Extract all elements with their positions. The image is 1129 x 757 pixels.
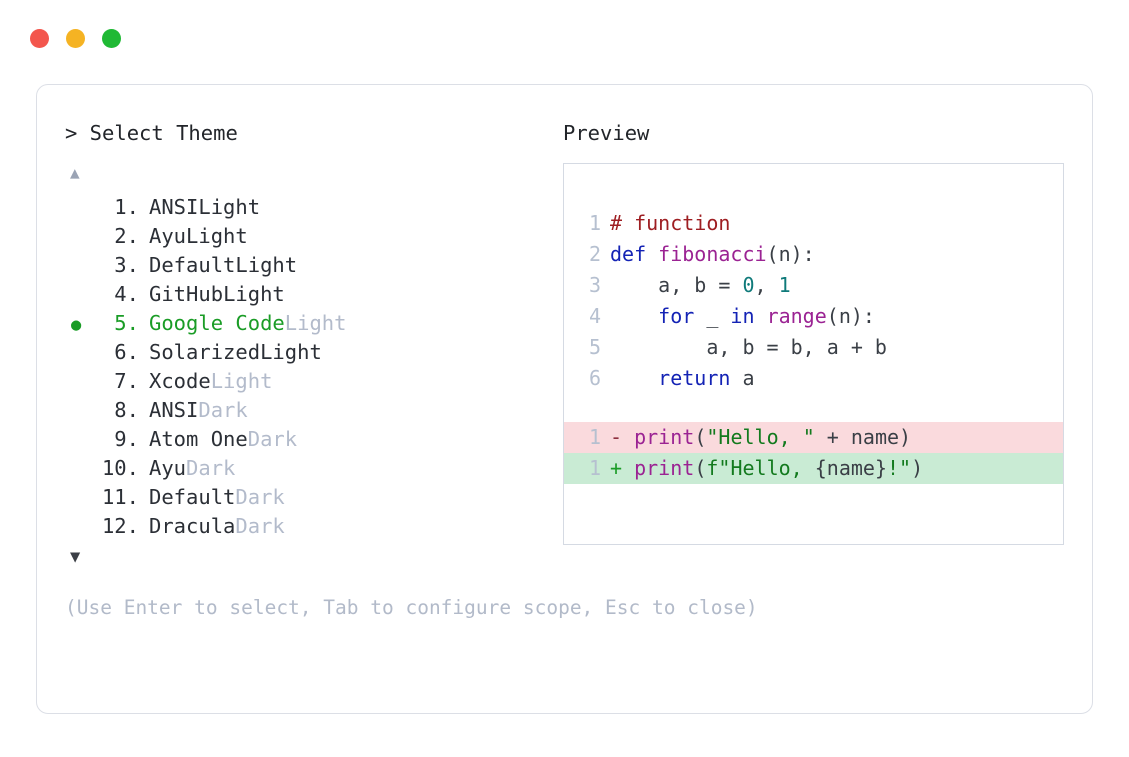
code-line-content: def fibonacci(n):	[610, 242, 815, 266]
theme-name: Atom One	[149, 427, 248, 451]
diff-sign: +	[610, 456, 623, 480]
theme-list-item[interactable]: 11. Default Dark	[65, 483, 535, 512]
maximize-window-button[interactable]	[102, 28, 121, 48]
theme-index: 4.	[101, 282, 139, 306]
theme-name: Default	[149, 253, 236, 277]
diff-removed-line: 1 - print("Hello, " + name)	[564, 422, 1063, 453]
line-number: 1	[588, 425, 601, 449]
theme-list-item[interactable]: 6. Solarized Light	[65, 338, 535, 367]
preview-code-box: 1 # function 2 def fibonacci(n): 3 a, b …	[563, 163, 1064, 545]
preview-panel: Preview 1 # function 2 def fibonacci(n):	[535, 119, 1064, 545]
theme-index: 10.	[101, 456, 139, 480]
theme-name: Default	[149, 485, 236, 509]
theme-index: 9.	[101, 427, 139, 451]
theme-list-item[interactable]: 7. Xcode Light	[65, 367, 535, 396]
selection-bullet-icon: ●	[71, 315, 82, 335]
code-line: 6 return a	[564, 363, 1063, 394]
theme-picker-card: > Select Theme ▲ 1. ANSI Light 2.	[36, 84, 1093, 714]
theme-variant: Light	[198, 195, 261, 219]
code-line: 4 for _ in range(n):	[564, 301, 1063, 332]
code-line-content: # function	[610, 211, 731, 235]
theme-name: ANSI	[149, 195, 199, 219]
theme-list-item[interactable]: 8. ANSI Dark	[65, 396, 535, 425]
window-titlebar	[0, 0, 1129, 76]
theme-variant: Light	[260, 340, 322, 364]
theme-index: 2.	[101, 224, 139, 248]
theme-list[interactable]: 1. ANSI Light 2. Ayu Light 3.	[65, 193, 535, 541]
code-sample: 1 # function 2 def fibonacci(n): 3 a, b …	[564, 208, 1063, 484]
theme-name: Ayu	[149, 456, 187, 480]
theme-index: 12.	[101, 514, 139, 538]
theme-list-item[interactable]: 4. GitHub Light	[65, 280, 535, 309]
theme-name: Dracula	[149, 514, 236, 538]
theme-variant: Dark	[235, 485, 285, 509]
prompt-label: > Select Theme	[65, 121, 238, 145]
theme-selector-panel: > Select Theme ▲ 1. ANSI Light 2.	[65, 119, 758, 621]
theme-variant: Light	[223, 282, 285, 306]
theme-name: Xcode	[149, 369, 211, 393]
theme-list-item[interactable]: 3. Default Light	[65, 251, 535, 280]
theme-variant: Light	[235, 253, 298, 277]
code-blank-line	[564, 394, 1063, 422]
line-number: 1	[588, 211, 601, 235]
code-line: 3 a, b = 0, 1	[564, 270, 1063, 301]
theme-index: 3.	[101, 253, 139, 277]
code-line-content: a, b = 0, 1	[610, 273, 791, 297]
code-line-content: for _ in range(n):	[658, 304, 875, 328]
theme-index: 1.	[101, 195, 139, 219]
line-number: 4	[588, 304, 601, 328]
line-number: 6	[588, 366, 601, 390]
scroll-down-icon[interactable]: ▼	[70, 547, 81, 567]
theme-variant: Light	[284, 311, 347, 335]
keyboard-hint-text: (Use Enter to select, Tab to configure s…	[65, 596, 758, 619]
theme-index: 11.	[101, 485, 139, 509]
theme-index: 7.	[101, 369, 139, 393]
theme-list-item-selected[interactable]: ● 5. Google Code Light	[65, 309, 535, 338]
theme-name: Ayu	[149, 224, 187, 248]
theme-variant: Dark	[186, 456, 236, 480]
code-line: 1 # function	[564, 208, 1063, 239]
theme-name: ANSI	[149, 398, 199, 422]
theme-list-item[interactable]: 9. Atom One Dark	[65, 425, 535, 454]
theme-index: 5.	[101, 311, 139, 335]
theme-name: Google Code	[149, 311, 285, 335]
line-number: 3	[588, 273, 601, 297]
close-window-button[interactable]	[30, 28, 49, 48]
theme-variant: Dark	[247, 427, 298, 451]
code-line-content: a, b = b, a + b	[610, 335, 887, 359]
theme-list-item[interactable]: 2. Ayu Light	[65, 222, 535, 251]
theme-list-item[interactable]: 12. Dracula Dark	[65, 512, 535, 541]
theme-variant: Light	[186, 224, 248, 248]
theme-name: Solarized	[149, 340, 261, 364]
line-number: 2	[588, 242, 601, 266]
code-line-content: print(f"Hello, {name}!")	[634, 456, 924, 480]
theme-variant: Light	[210, 369, 273, 393]
theme-index: 6.	[101, 340, 139, 364]
line-number: 1	[588, 456, 601, 480]
code-line-content: print("Hello, " + name)	[634, 425, 912, 449]
scroll-up-icon[interactable]: ▲	[70, 163, 80, 182]
theme-list-item[interactable]: 10. Ayu Dark	[65, 454, 535, 483]
theme-index: 8.	[101, 398, 139, 422]
minimize-window-button[interactable]	[66, 28, 85, 48]
code-line: 2 def fibonacci(n):	[564, 239, 1063, 270]
theme-name: GitHub	[149, 282, 224, 306]
diff-added-line: 1 + print(f"Hello, {name}!")	[564, 453, 1063, 484]
line-number: 5	[588, 335, 601, 359]
code-line: 5 a, b = b, a + b	[564, 332, 1063, 363]
theme-variant: Dark	[198, 398, 248, 422]
theme-list-item[interactable]: 1. ANSI Light	[65, 193, 535, 222]
code-line-content: return a	[658, 366, 755, 390]
diff-sign: -	[610, 425, 623, 449]
preview-label: Preview	[563, 121, 650, 145]
theme-variant: Dark	[235, 514, 285, 538]
